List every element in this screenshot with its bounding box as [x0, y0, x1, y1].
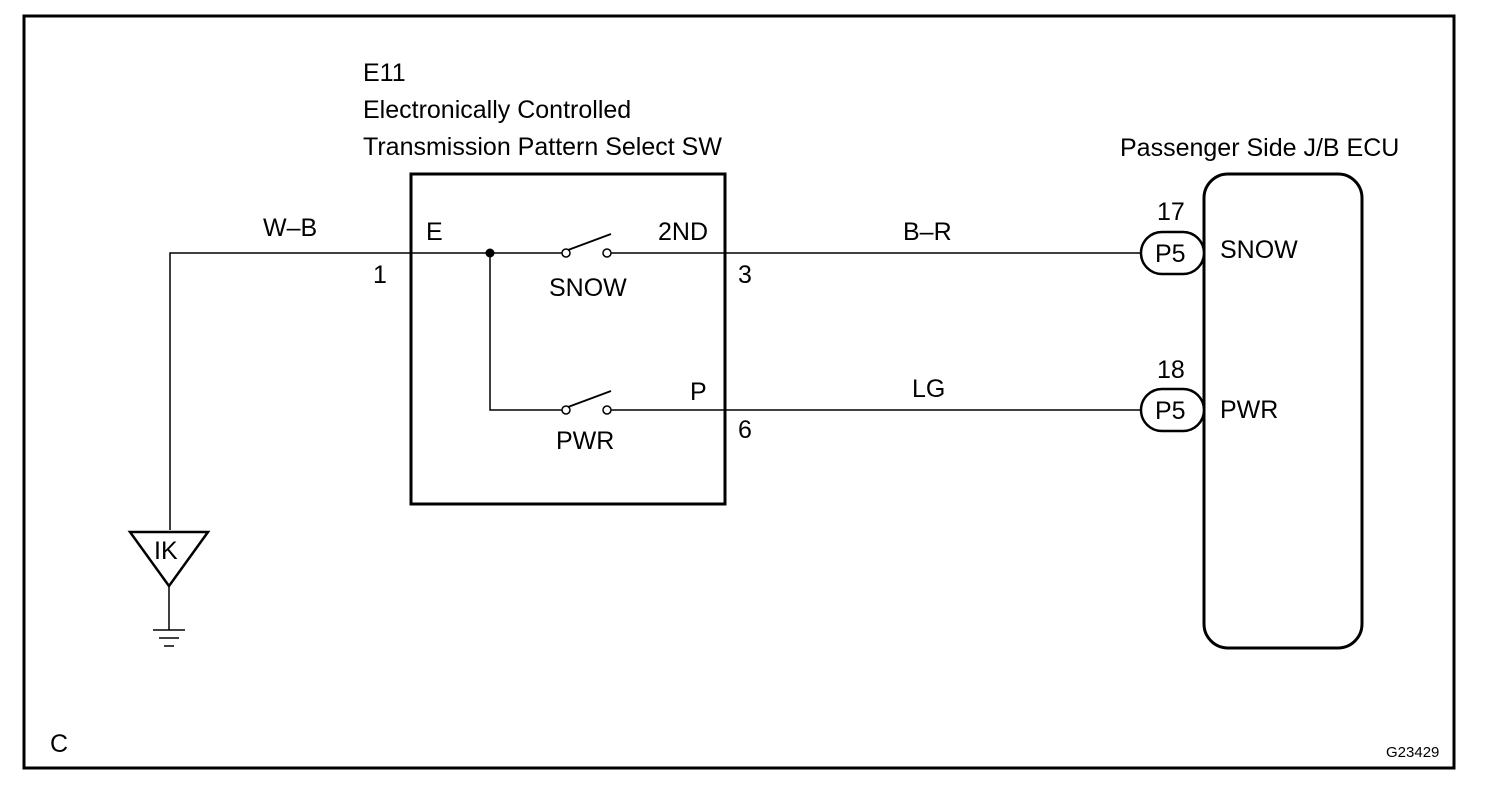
ecu-snow-connector	[1139, 230, 1206, 276]
switch-pwr-label: PWR	[556, 427, 614, 455]
ecu-pwr-pin: 18	[1157, 356, 1185, 384]
terminal-2nd-label: 2ND	[658, 218, 708, 246]
ecu-pwr-connector	[1139, 387, 1206, 433]
diagram-frame	[22, 14, 1456, 770]
junction-branch	[489, 253, 566, 411]
snow-switch-blade	[567, 233, 612, 251]
ecu-pwr-connector-label: P5	[1155, 397, 1186, 425]
pwr-switch-contact-left	[561, 405, 571, 415]
pwr-switch-contact-right	[602, 405, 612, 415]
corner-label: C	[50, 730, 68, 758]
ecu-snow-pin: 17	[1157, 198, 1185, 226]
pwr-wire-label: LG	[912, 375, 945, 403]
ground-wire-label: W–B	[263, 214, 317, 242]
ecu-pwr-label: PWR	[1220, 396, 1278, 424]
terminal-e-pin: 1	[373, 261, 387, 289]
ground-wire	[169, 252, 490, 530]
snow-wire-label: B–R	[903, 218, 952, 246]
snow-switch-contact-right	[602, 248, 612, 258]
ecu-title: Passenger Side J/B ECU	[1120, 134, 1399, 162]
switch-name-line2: Transmission Pattern Select SW	[363, 133, 722, 161]
terminal-p-pin: 6	[738, 416, 752, 444]
switch-code: E11	[363, 59, 406, 87]
pwr-switch-blade	[567, 390, 612, 408]
terminal-2nd-pin: 3	[738, 261, 752, 289]
ground-point-triangle	[127, 530, 211, 589]
ecu-snow-connector-label: P5	[1155, 240, 1186, 268]
switch-snow-label: SNOW	[549, 274, 627, 302]
switch-name-line1: Electronically Controlled	[363, 96, 631, 124]
terminal-p-label: P	[690, 378, 707, 406]
figure-code: G23429	[1386, 744, 1439, 761]
switch-box	[409, 172, 727, 506]
ecu-snow-label: SNOW	[1220, 236, 1298, 264]
ground-point-label: IK	[154, 537, 178, 565]
snow-switch-contact-left	[561, 248, 571, 258]
ground-icon	[153, 629, 185, 647]
terminal-e-label: E	[426, 218, 443, 246]
